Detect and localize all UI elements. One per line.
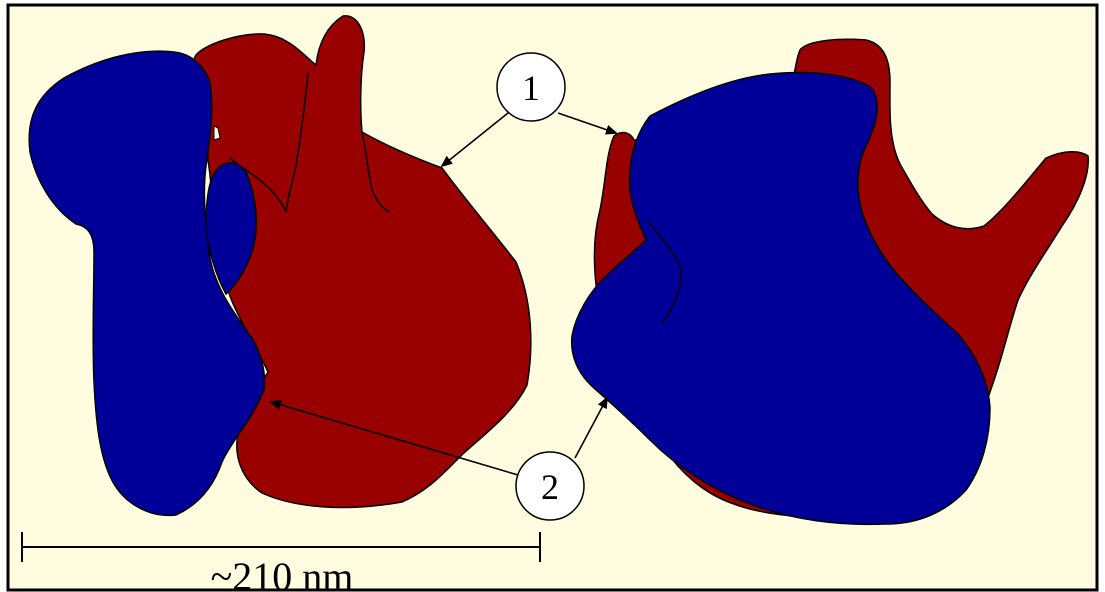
callout-2-label: 2 [541, 467, 559, 507]
scale-bar-label: ~210 nm [211, 554, 354, 592]
callout-1-label: 1 [522, 68, 540, 108]
